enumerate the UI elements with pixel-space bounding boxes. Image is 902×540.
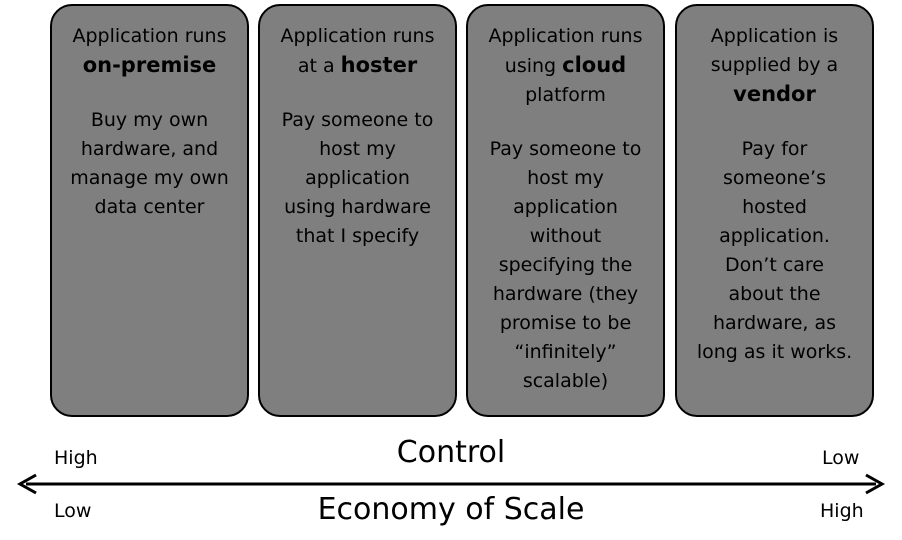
card-description-line: Pay for (741, 138, 808, 160)
card-heading-line: Application runs (488, 25, 643, 47)
card-description-line: application (513, 196, 618, 218)
economy-low-label: Low (54, 500, 92, 522)
card-description-line: data center (94, 196, 205, 218)
double-headed-arrow (16, 473, 886, 495)
economy-of-scale-title: Economy of Scale (317, 492, 585, 527)
card-description-line: manage my own (70, 167, 229, 189)
card-description-line: hosted (742, 196, 807, 218)
card-heading-line: Application runs (280, 25, 435, 47)
card-description-line: specifying the (498, 254, 633, 276)
control-high-label: High (54, 447, 98, 469)
card-heading: Application runs on-premise (56, 22, 244, 81)
card-description-line: Pay someone to (281, 109, 434, 131)
card-description-line: Buy my own (90, 109, 209, 131)
card-description-line: Don’t care (725, 254, 824, 276)
card-description-line: promise to be (499, 312, 632, 334)
card-description-line: hardware, as (712, 312, 837, 334)
card-heading: Application runs using cloud platform (472, 22, 660, 110)
card-on-premise: Application runs on-premise Buy my own har… (50, 4, 249, 417)
control-low-label: Low (822, 447, 860, 469)
card-heading-line: on-premise (82, 53, 217, 77)
card-description-line: without (529, 225, 602, 247)
card-description-line: hardware (they (492, 283, 639, 305)
control-title: Control (396, 435, 506, 470)
card-heading: Application runs at a hoster (264, 22, 452, 81)
card-description-line: application. (719, 225, 830, 247)
card-description-line: about the (728, 283, 821, 305)
card-description-line: application (305, 167, 410, 189)
card-heading-line: using cloud (504, 53, 627, 77)
card-heading-line: Application runs (72, 25, 227, 47)
card-description: Pay someone to host my application using ha… (264, 106, 452, 251)
economy-high-label: High (820, 500, 864, 522)
card-heading-line: supplied by a (710, 54, 839, 76)
card-description: Pay someone to host my application without s… (472, 135, 660, 396)
card-heading-line: vendor (733, 82, 816, 106)
card-description-line: scalable) (522, 370, 609, 392)
card-description-line: hardware, and (80, 138, 219, 160)
card-cloud: Application runs using cloud platform Pay … (466, 4, 665, 417)
card-description-line: “infinitely” (514, 341, 617, 363)
card-description: Pay for someone’s hosted application. Don’t … (681, 135, 869, 367)
card-heading-line: at a hoster (297, 53, 418, 77)
card-vendor: Application is supplied by a vendor Pay fo… (675, 4, 874, 417)
card-description-line: that I specify (295, 225, 420, 247)
card-heading: Application is supplied by a vendor (681, 22, 869, 110)
card-heading-line: Application is (710, 25, 839, 47)
card-description-line: host my (527, 167, 604, 189)
card-description-line: someone’s (722, 167, 826, 189)
card-description-line: long as it works. (696, 341, 853, 363)
card-description-line: using hardware (284, 196, 431, 218)
card-hoster: Application runs at a hoster Pay someone … (258, 4, 457, 417)
card-description-line: host my (319, 138, 396, 160)
card-heading-line: platform (525, 84, 606, 106)
card-description-line: Pay someone to (489, 138, 642, 160)
card-description: Buy my own hardware, and manage my own data… (56, 106, 244, 222)
